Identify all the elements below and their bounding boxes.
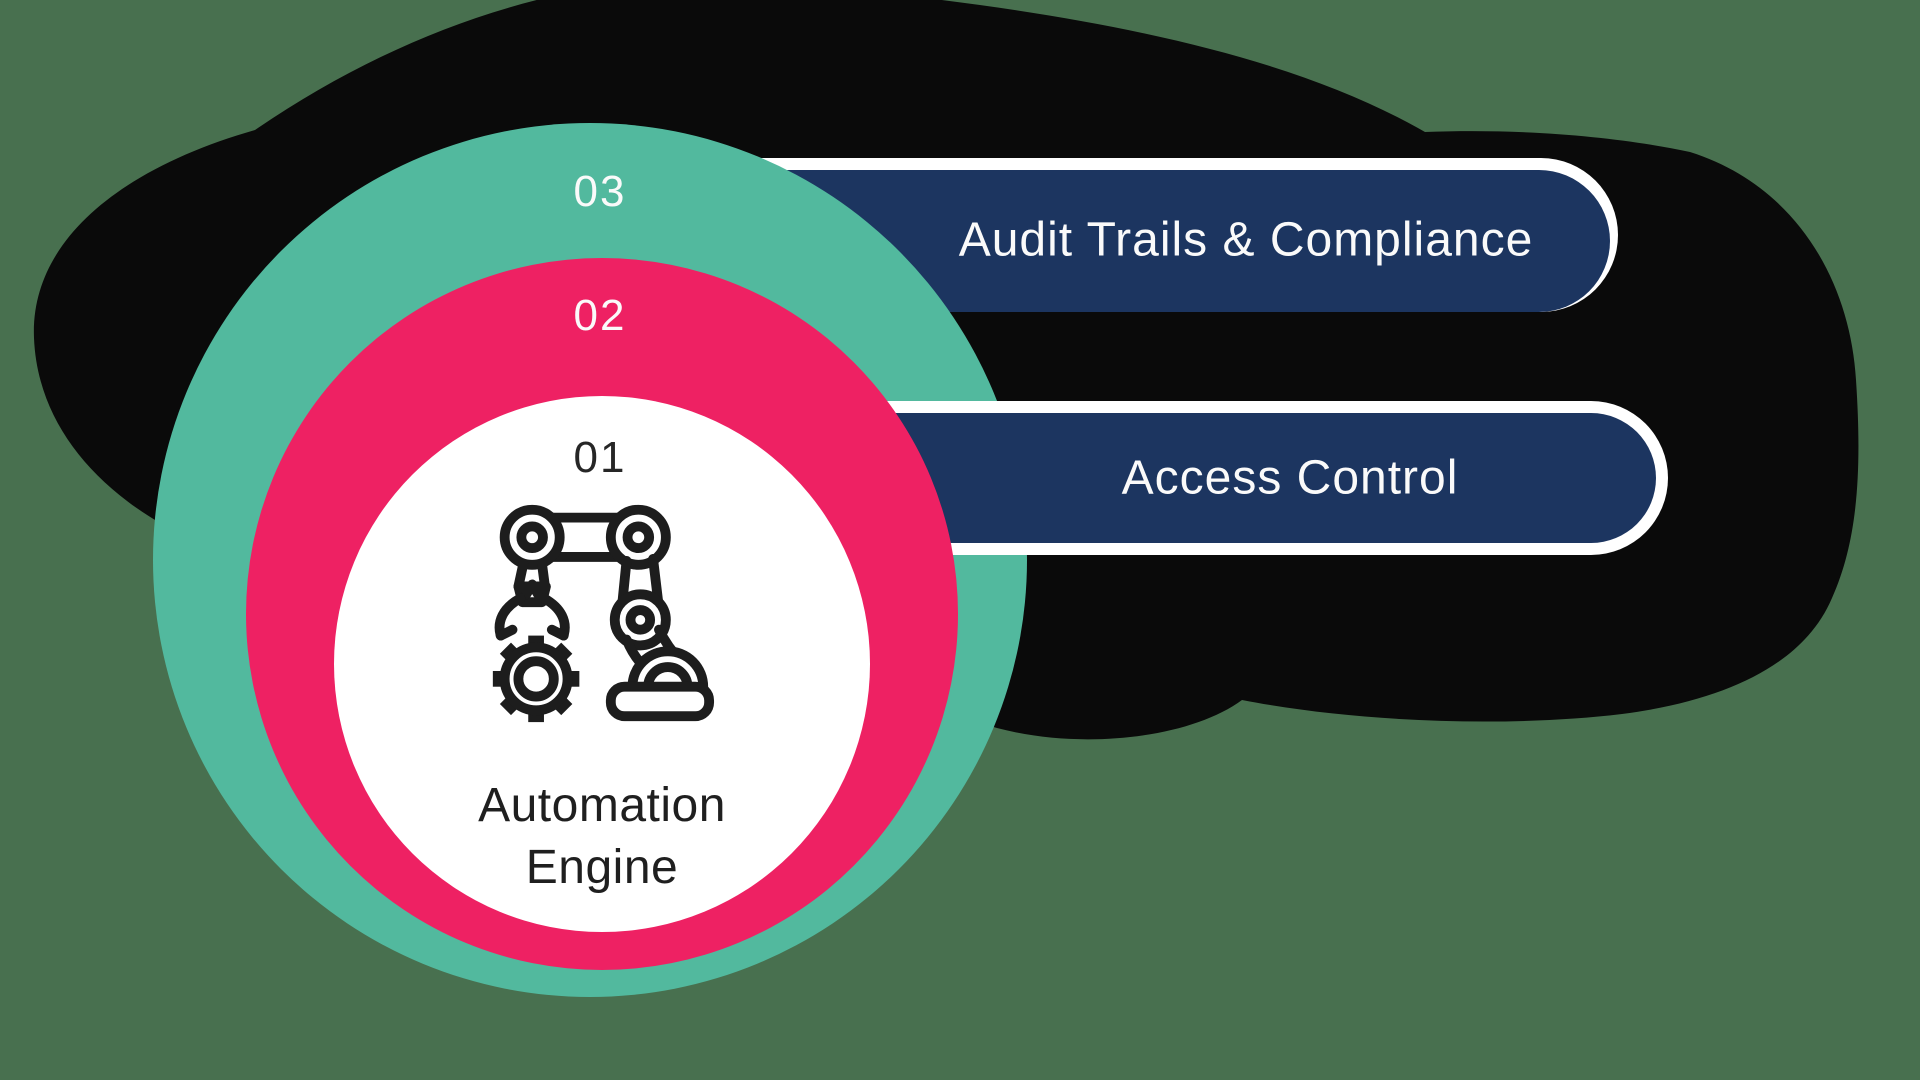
robot-joint-right — [605, 504, 671, 570]
core-title: Automation Engine — [334, 775, 870, 899]
robot-arm-right-edge — [648, 554, 663, 606]
robot-claw-notch — [521, 579, 543, 600]
robot-elbow-joint — [609, 589, 671, 651]
banner-audit-label: Audit Trails & Compliance — [958, 213, 1534, 267]
robot-arm-left-edge — [617, 555, 632, 606]
robot-claw-tip-left — [495, 624, 518, 641]
robot-elbow-hub — [625, 605, 656, 635]
robot-joint-right-hub — [622, 521, 655, 554]
ring-01-core: 01 — [334, 396, 870, 932]
gear-hole — [513, 656, 559, 702]
ring-02-number: 02 — [573, 291, 627, 340]
core-title-line1: Automation — [478, 779, 726, 832]
robot-joint-left-hub — [516, 521, 548, 554]
core-title-line2: Engine — [525, 841, 679, 894]
robot-base-dome-inner — [643, 662, 693, 692]
ring-01-number: 01 — [573, 433, 627, 482]
robot-joint-left — [499, 504, 565, 570]
ring-03-number: 03 — [573, 167, 627, 216]
banner-access-label: Access Control — [1121, 451, 1459, 505]
robot-claw-tip-right — [546, 624, 569, 641]
robot-base-plate — [605, 681, 715, 722]
robot-arm-gear-icon — [492, 504, 715, 723]
